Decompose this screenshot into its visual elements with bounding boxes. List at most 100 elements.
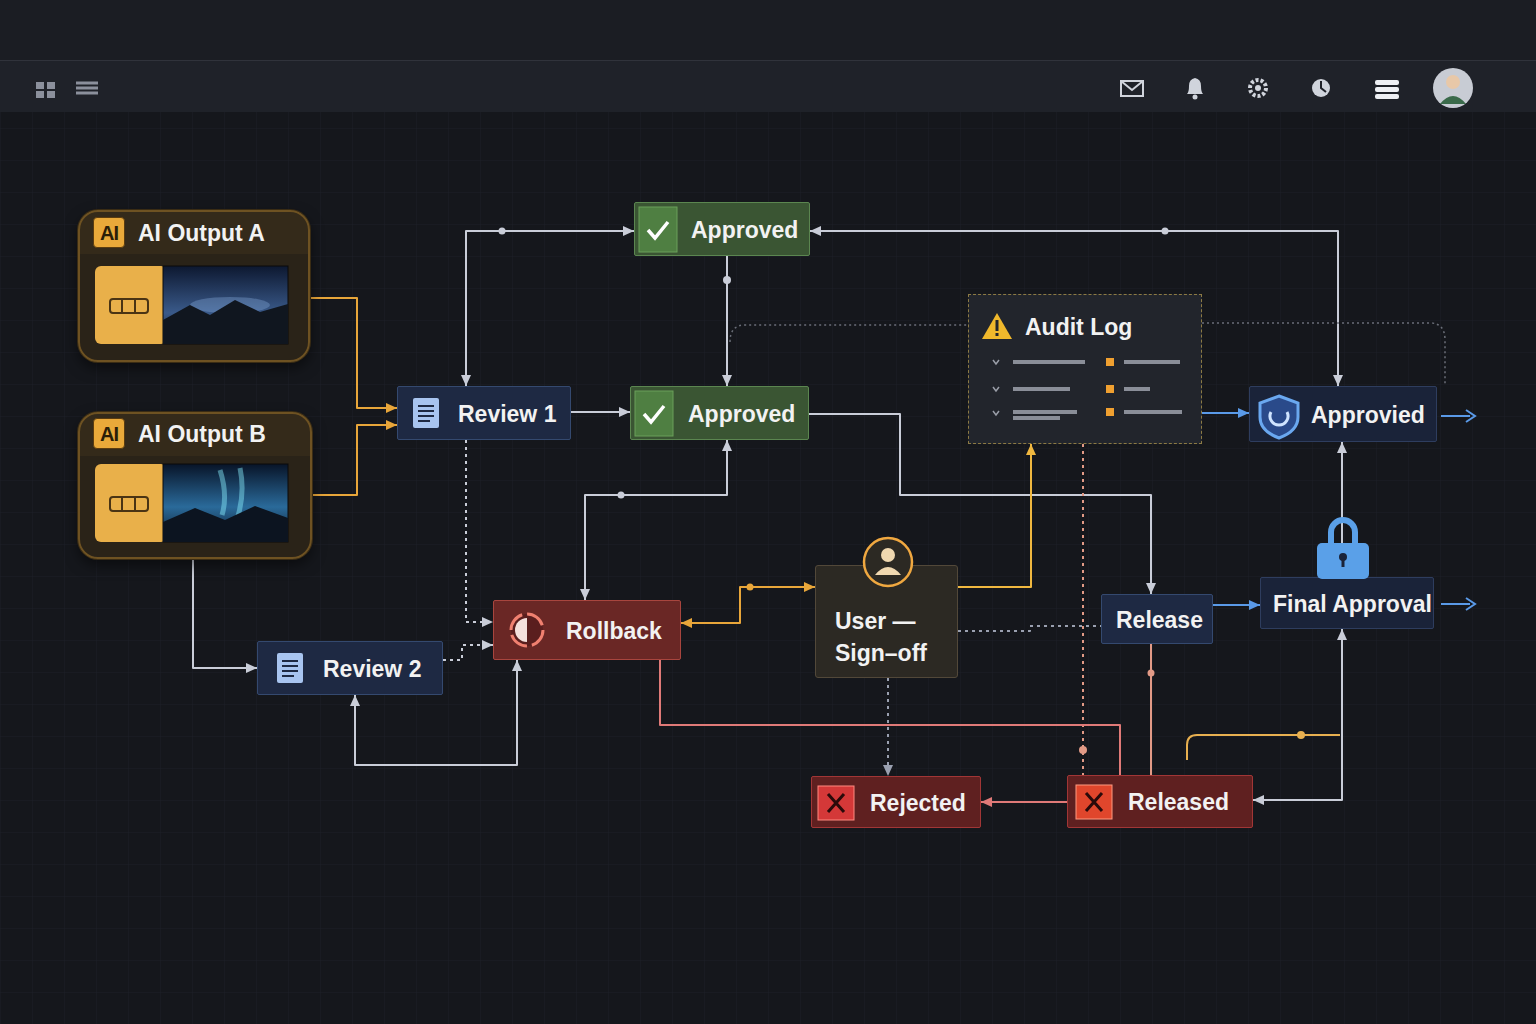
node-label: Rejected <box>870 788 966 818</box>
reject-icon <box>828 794 844 812</box>
connector <box>571 407 630 417</box>
card-panel <box>95 464 167 542</box>
outgoing-arrow <box>1466 598 1475 610</box>
sign-off-box: User — Sign–off <box>815 565 958 678</box>
rollback-icon <box>515 618 527 642</box>
connector-line <box>1341 442 1343 577</box>
menu-icon <box>1375 80 1399 85</box>
ai-output-card: AIAI Output B <box>78 412 312 559</box>
grid-icon <box>47 91 55 98</box>
card-glyph <box>110 497 148 511</box>
connector <box>1213 600 1260 610</box>
connector <box>1151 644 1152 775</box>
arrow-head <box>580 589 590 600</box>
card-image <box>163 266 288 344</box>
warning-icon <box>996 333 999 336</box>
release-box: Release <box>1101 594 1213 644</box>
connector-line <box>312 425 397 495</box>
document-icon <box>413 398 439 428</box>
connector-line <box>726 256 728 386</box>
connector <box>883 678 893 776</box>
log-check <box>993 360 999 415</box>
rollback-icon <box>511 614 543 646</box>
node-label: Audit Log <box>1025 312 1132 342</box>
arrow-head <box>1337 629 1347 640</box>
menu-icon <box>1375 87 1399 92</box>
outgoing-arrow <box>1441 415 1470 417</box>
connector <box>312 420 397 495</box>
arrow-head <box>1249 600 1260 610</box>
line-dot <box>747 584 754 591</box>
outgoing-arrow <box>1466 410 1475 422</box>
reject-icon <box>1076 785 1112 819</box>
lock-icon <box>1342 558 1345 567</box>
arrow-head <box>1337 442 1347 453</box>
check-icon <box>648 222 668 238</box>
connector-line <box>193 559 257 668</box>
document-icon <box>282 661 298 676</box>
card-image <box>190 297 270 313</box>
gear-icon <box>1250 80 1266 96</box>
connector-line <box>958 444 1031 587</box>
connector-line <box>1150 644 1152 775</box>
list-icon <box>76 83 98 93</box>
card-glyph <box>110 299 148 313</box>
warning-icon <box>982 313 1012 339</box>
connector-line <box>466 440 493 622</box>
card-title: AI Output A <box>138 218 265 248</box>
log-marker <box>1106 385 1114 393</box>
reject-icon <box>818 786 854 820</box>
connector-line <box>310 298 397 408</box>
clock-icon <box>1312 79 1330 97</box>
gear-icon <box>1255 85 1261 91</box>
node-label: Rollback <box>566 616 662 646</box>
warning-icon <box>996 320 999 331</box>
grid-icon <box>36 82 44 89</box>
approved-box: Approved <box>630 386 809 440</box>
arrow-head <box>722 375 732 386</box>
arrow-head <box>482 617 493 627</box>
approved-shield-box: Approvied <box>1249 386 1437 442</box>
connector <box>1337 442 1347 577</box>
connector <box>1202 408 1249 418</box>
rollback-box: Rollback <box>493 600 681 660</box>
arrow-head <box>810 226 821 236</box>
leader-line <box>1202 323 1445 385</box>
avatar-body <box>1440 96 1466 104</box>
connector-line <box>958 626 1101 631</box>
mail-icon <box>1121 81 1143 90</box>
arrow-head <box>386 420 397 430</box>
arrow-head <box>350 695 360 706</box>
final-approval-box: Final Approval <box>1260 577 1434 629</box>
ai-output-card: AIAI Output A <box>78 210 310 362</box>
reject-icon <box>1086 793 1102 811</box>
connector-line <box>681 587 815 623</box>
mail-icon <box>1121 81 1143 96</box>
bell-icon <box>1193 95 1198 100</box>
connector <box>1253 629 1347 805</box>
user-icon <box>875 567 901 575</box>
grid-icon <box>36 91 44 98</box>
connector <box>958 444 1036 587</box>
arrow-head <box>1253 795 1264 805</box>
connector-line <box>981 801 1067 803</box>
connector <box>722 256 732 386</box>
connector <box>310 298 397 413</box>
connector <box>958 626 1101 631</box>
arrow-head <box>804 582 815 592</box>
lock-icon <box>1317 543 1369 579</box>
line-dot <box>499 228 506 235</box>
arrow-head <box>722 440 732 451</box>
grid-icon <box>47 82 55 89</box>
connector-line <box>1253 629 1342 800</box>
arrow-head <box>512 660 522 671</box>
connector <box>981 797 1067 807</box>
connector <box>681 582 815 628</box>
card-panel <box>95 266 167 344</box>
grid <box>0 112 1536 1024</box>
arrow-head <box>619 407 630 417</box>
connector <box>443 640 493 660</box>
line-dot <box>1148 670 1155 677</box>
node-label: Approved <box>691 215 798 245</box>
log-line <box>1013 362 1085 418</box>
